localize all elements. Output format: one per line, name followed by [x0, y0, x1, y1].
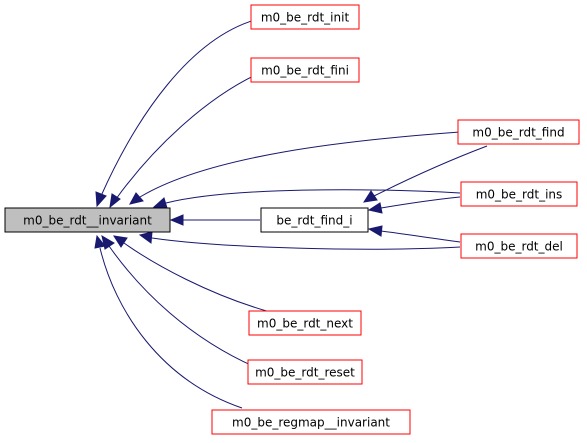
- edge-arrow-reset: [101, 234, 115, 250]
- node-label-init: m0_be_rdt_init: [261, 11, 350, 25]
- node-label-find: m0_be_rdt_find: [472, 126, 564, 140]
- edge-next-to-invariant: [123, 242, 271, 313]
- node-label-del: m0_be_rdt_del: [475, 240, 563, 254]
- edge-init-to-invariant: [100, 17, 263, 197]
- node-m0-be-rdt-del[interactable]: m0_be_rdt_del: [460, 233, 578, 259]
- node-m0-be-rdt-ins[interactable]: m0_be_rdt_ins: [460, 181, 578, 207]
- node-label-ins: m0_be_rdt_ins: [476, 188, 563, 202]
- node-m0-be-rdt-reset[interactable]: m0_be_rdt_reset: [247, 359, 363, 385]
- edge-arrow-init: [95, 191, 107, 208]
- node-be-rdt-find-i[interactable]: be_rdt_find_i: [260, 207, 369, 233]
- edge-arrow-next: [112, 235, 128, 248]
- edge-arrow-ins-findi: [367, 202, 383, 214]
- node-m0-be-regmap-invariant[interactable]: m0_be_regmap__invariant: [211, 409, 411, 435]
- edge-arrow-regmap: [94, 234, 106, 249]
- node-m0-be-rdt-next[interactable]: m0_be_rdt_next: [248, 310, 362, 336]
- edge-ins-to-invariant: [165, 189, 461, 204]
- node-m0-be-rdt-find[interactable]: m0_be_rdt_find: [457, 119, 580, 145]
- node-m0-be-rdt-init[interactable]: m0_be_rdt_init: [250, 4, 360, 30]
- edge-arrow-fini: [109, 193, 121, 209]
- node-layer: m0_be_rdt__invariant be_rdt_find_i m0_be…: [4, 4, 580, 435]
- edge-regmap-to-invariant: [99, 247, 243, 409]
- edge-arrow-ins: [152, 197, 168, 209]
- edge-arrow-del: [138, 231, 153, 244]
- edge-arrow-findi: [169, 214, 184, 226]
- node-label-fini: m0_be_rdt_fini: [261, 64, 349, 78]
- node-label-invariant: m0_be_rdt__invariant: [23, 214, 152, 228]
- node-label-find-i: be_rdt_find_i: [276, 214, 352, 228]
- edge-arrow-find-findi: [362, 190, 378, 203]
- edge-find-to-findi: [373, 145, 488, 197]
- edge-del-to-findi: [380, 230, 461, 243]
- node-m0-be-rdt-invariant[interactable]: m0_be_rdt__invariant: [4, 207, 171, 233]
- edge-ins-to-findi: [380, 196, 461, 209]
- node-label-next: m0_be_rdt_next: [257, 317, 353, 331]
- node-m0-be-rdt-fini[interactable]: m0_be_rdt_fini: [250, 57, 360, 83]
- node-label-reset: m0_be_rdt_reset: [255, 366, 355, 380]
- node-label-regmap: m0_be_regmap__invariant: [232, 416, 390, 430]
- edge-arrow-del-findi: [367, 225, 383, 237]
- edge-del-to-invariant: [151, 237, 461, 250]
- edge-arrow-find: [129, 192, 144, 205]
- edge-find-to-invariant: [139, 131, 461, 198]
- edge-reset-to-invariant: [108, 245, 263, 371]
- edge-fini-to-invariant: [115, 71, 263, 200]
